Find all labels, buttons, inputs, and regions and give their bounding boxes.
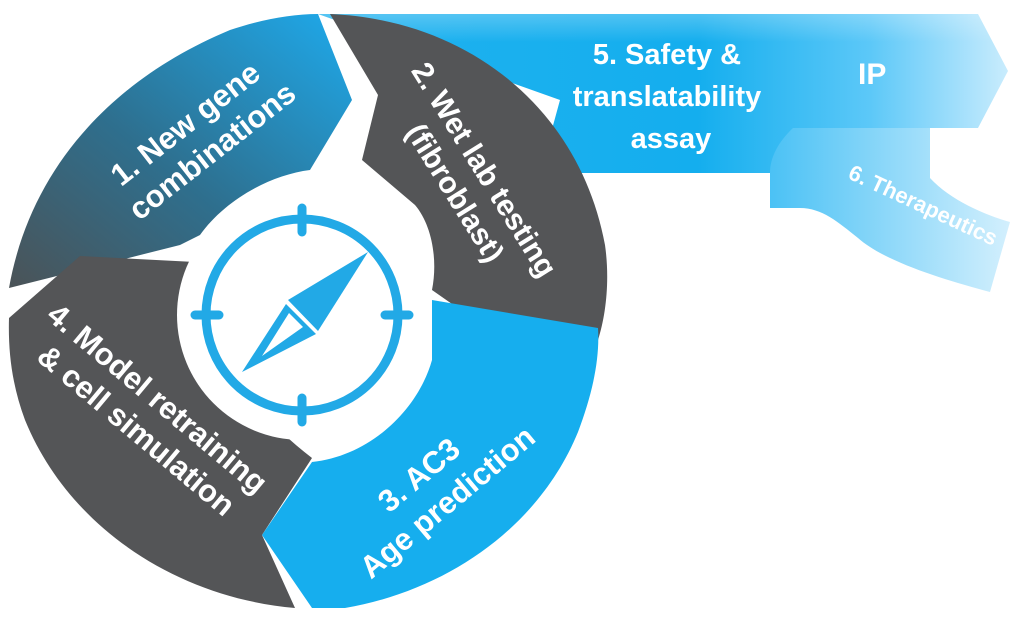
step6-therapeutics-segment	[770, 128, 1010, 292]
step4-segment	[8, 256, 312, 608]
compass-icon	[177, 190, 427, 440]
step1-segment	[9, 14, 352, 288]
step5-arrow-sheen	[318, 14, 993, 42]
step5-label: 5. Safety & translatability assay	[573, 39, 770, 155]
step2-segment	[330, 14, 608, 355]
step3-segment	[262, 300, 599, 608]
step5-safety-arrow	[318, 14, 1008, 173]
ip-label: IP	[858, 58, 886, 91]
compass-needle-north	[288, 252, 368, 331]
